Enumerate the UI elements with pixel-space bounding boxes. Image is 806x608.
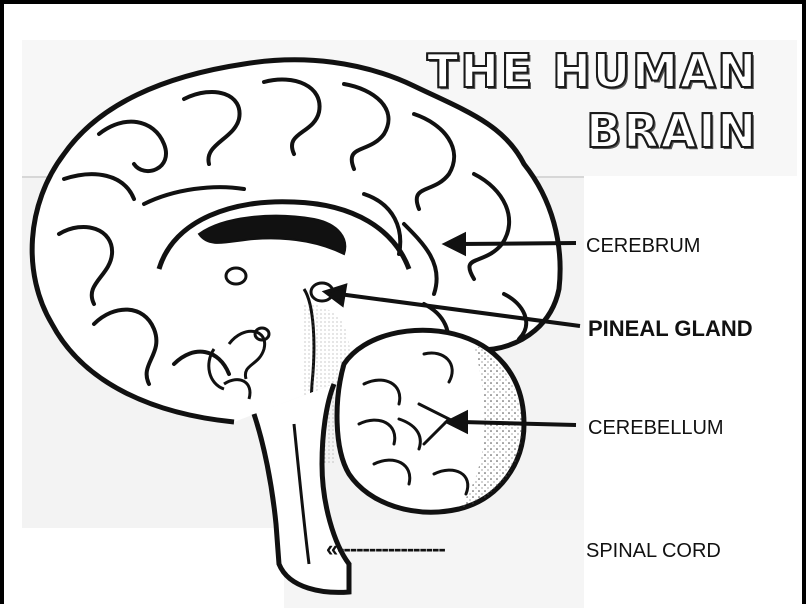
title-line-1: THE HUMAN: [427, 48, 758, 94]
cerebrum-arrow: [459, 243, 576, 244]
label-pineal-gland: PINEAL GLAND: [588, 316, 753, 342]
fornix: [226, 268, 246, 284]
label-cerebrum: CEREBRUM: [586, 235, 700, 258]
spinal-cord-arrow: «-----------------: [326, 536, 445, 562]
label-spinal-cord: SPINAL CORD: [586, 540, 721, 563]
title-line-2: BRAIN: [586, 108, 758, 154]
label-cerebellum: CEREBELLUM: [588, 417, 724, 440]
